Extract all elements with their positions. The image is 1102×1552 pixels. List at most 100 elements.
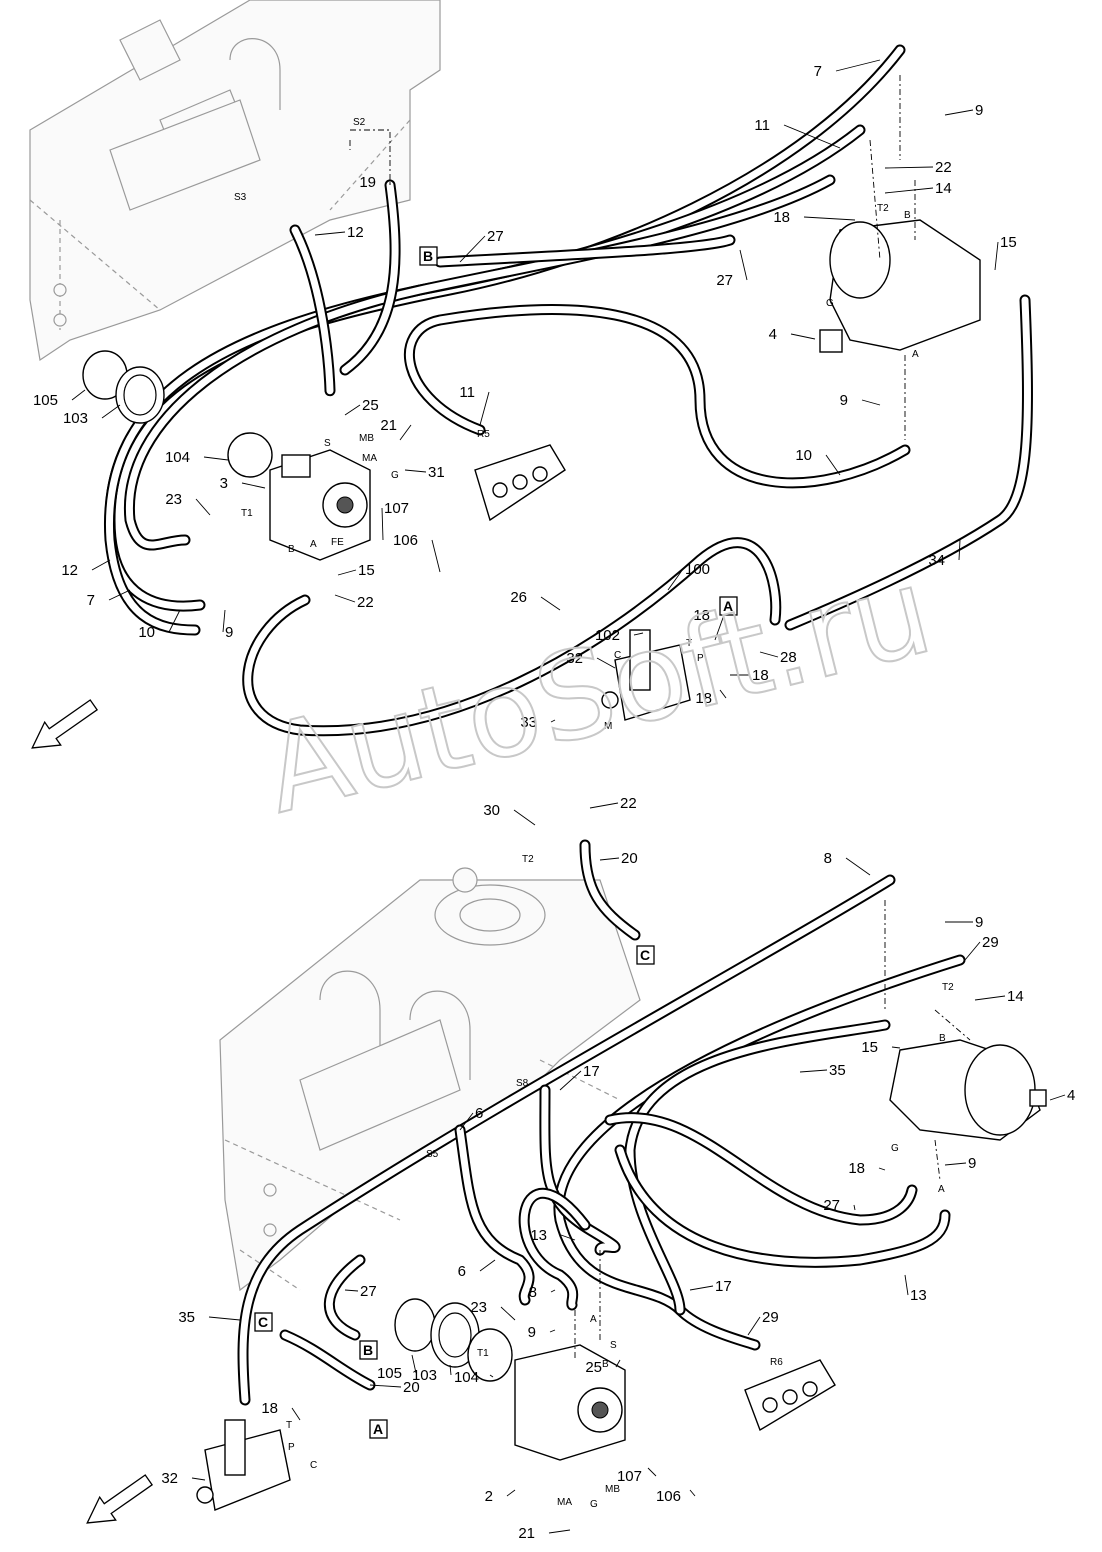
leader-line xyxy=(783,124,841,149)
port-label: R6 xyxy=(770,1357,783,1368)
callout-number: 103 xyxy=(412,1367,437,1384)
leader-line xyxy=(222,609,226,633)
leader-line xyxy=(191,1477,206,1481)
callout-number: 18 xyxy=(695,690,712,707)
port-label: MB xyxy=(605,1484,620,1495)
port-label: G xyxy=(826,298,834,309)
leader-line xyxy=(904,1274,909,1296)
leader-line xyxy=(845,857,871,876)
leader-line xyxy=(479,1259,496,1272)
leader-line xyxy=(459,235,486,263)
callout-number: 103 xyxy=(63,410,88,427)
callout-number: 35 xyxy=(829,1062,846,1079)
port-label: T2 xyxy=(877,203,889,214)
callout-number: 26 xyxy=(510,589,527,606)
valve-r5 xyxy=(474,444,566,522)
leader-line xyxy=(596,657,616,669)
leader-line xyxy=(964,941,981,961)
callout-number: 22 xyxy=(620,795,637,812)
leader-line xyxy=(739,249,748,281)
leader-line xyxy=(689,1489,696,1497)
leader-line xyxy=(759,651,779,658)
callout-number: 4 xyxy=(769,326,777,343)
port-label: T1 xyxy=(477,1348,489,1359)
callout-number: 102 xyxy=(595,627,620,644)
callout-number: 18 xyxy=(773,209,790,226)
leader-line xyxy=(314,231,346,236)
port-label: S8 xyxy=(516,1078,529,1089)
leader-line xyxy=(291,1407,301,1421)
leader-line xyxy=(344,404,361,416)
callout-number: 18 xyxy=(693,607,710,624)
port-label: MA xyxy=(362,453,377,464)
port-label: C xyxy=(310,1460,317,1471)
svg-text:A: A xyxy=(373,1421,383,1437)
leader-line xyxy=(344,1289,359,1292)
leader-lines xyxy=(71,59,1066,1534)
leader-line xyxy=(550,1289,556,1293)
callout-number: 8 xyxy=(824,850,832,867)
leader-line xyxy=(667,568,684,591)
leader-line xyxy=(599,857,620,861)
port-label: R5 xyxy=(477,429,490,440)
callout-number: 29 xyxy=(982,934,999,951)
leader-line xyxy=(853,1204,856,1211)
leader-line xyxy=(411,1354,417,1374)
callout-number: 10 xyxy=(795,447,812,464)
callout-number: 9 xyxy=(225,624,233,641)
boxed-label: C xyxy=(636,945,655,965)
port-label: P xyxy=(288,1442,295,1453)
port-label: A xyxy=(912,349,919,360)
leader-line xyxy=(958,539,961,561)
callout-number: 12 xyxy=(347,224,364,241)
leader-line xyxy=(168,609,181,633)
callout-number: 21 xyxy=(518,1525,535,1542)
leader-line xyxy=(489,1374,494,1378)
callout-number: 15 xyxy=(358,562,375,579)
direction-arrow-icon xyxy=(31,699,99,749)
callout-number: 105 xyxy=(33,392,58,409)
leader-line xyxy=(108,589,131,601)
leader-line xyxy=(719,689,727,699)
leader-line xyxy=(549,1329,556,1333)
boxed-label: B xyxy=(359,1340,378,1360)
callout-number: 9 xyxy=(975,102,983,119)
callout-number: 23 xyxy=(470,1299,487,1316)
callout-number: 21 xyxy=(380,417,397,434)
center-lines xyxy=(349,75,971,1360)
callout-number: 25 xyxy=(362,397,379,414)
leader-line xyxy=(825,454,841,476)
callout-number: 32 xyxy=(566,650,583,667)
callout-number: 14 xyxy=(935,180,952,197)
svg-text:C: C xyxy=(640,947,650,963)
motor-top xyxy=(819,219,981,353)
pump-bottom xyxy=(514,1344,626,1461)
callout-number: 9 xyxy=(975,914,983,931)
leader-line xyxy=(559,1070,582,1091)
port-label: B xyxy=(904,210,911,221)
leader-line xyxy=(550,719,556,723)
callout-number: 27 xyxy=(823,1197,840,1214)
leader-line xyxy=(208,1316,241,1321)
callout-number: 15 xyxy=(1000,234,1017,251)
leader-line xyxy=(714,614,725,641)
callout-number: 22 xyxy=(357,594,374,611)
leader-line xyxy=(337,569,357,576)
port-label: T xyxy=(286,1420,292,1431)
callout-number: 27 xyxy=(487,228,504,245)
callout-number: 4 xyxy=(1067,1087,1075,1104)
leader-line xyxy=(404,469,427,473)
seal-rings xyxy=(82,350,513,1382)
boxed-label: C xyxy=(254,1312,273,1332)
leader-line xyxy=(944,109,974,116)
callout-number: 31 xyxy=(428,464,445,481)
svg-text:C: C xyxy=(258,1314,268,1330)
leader-line xyxy=(790,333,816,340)
leader-line xyxy=(803,216,856,221)
leader-line xyxy=(506,1489,516,1497)
leader-line xyxy=(101,404,121,419)
callout-number: 32 xyxy=(161,1470,178,1487)
leader-line xyxy=(513,809,536,826)
leader-line xyxy=(449,1364,452,1376)
